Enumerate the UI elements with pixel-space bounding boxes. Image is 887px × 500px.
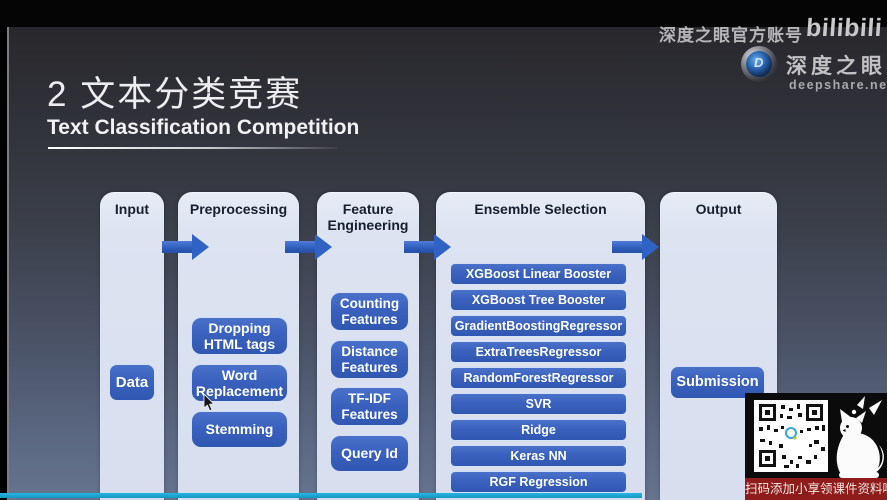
qr-code-icon xyxy=(754,400,828,472)
node-gradient-boosting-regressor: GradientBoostingRegressor xyxy=(450,315,627,337)
deepshare-logo-letter: D xyxy=(754,55,764,70)
letterbox-top xyxy=(0,0,887,27)
deepshare-eye-lens xyxy=(746,51,772,77)
page-title: 2 文本分类竞赛 xyxy=(47,75,303,114)
node-svr: SVR xyxy=(450,393,627,415)
node-stemming: Stemming xyxy=(191,411,288,448)
column-preprocessing-header: Preprocessing xyxy=(189,201,288,217)
node-extra-trees-regressor: ExtraTreesRegressor xyxy=(450,341,627,363)
cat-silhouette-icon xyxy=(836,396,884,478)
video-progress-bar[interactable] xyxy=(0,492,887,498)
subtitle-underline xyxy=(48,147,337,149)
qr-overlay: 扫码添加小享领课件资料哦 xyxy=(745,393,887,500)
bilibili-logo-icon: bilibili xyxy=(805,14,884,42)
node-rgf-regression: RGF Regression xyxy=(450,471,627,493)
column-feature-engineering-header: Feature Engineering xyxy=(327,201,409,234)
node-random-forest-regressor: RandomForestRegressor xyxy=(450,367,627,389)
node-ridge: Ridge xyxy=(450,419,627,441)
node-keras-nn: Keras NN xyxy=(450,445,627,467)
node-tfidf-features: TF-IDF Features xyxy=(330,387,409,426)
mouse-cursor-icon xyxy=(203,394,215,412)
column-input: Input xyxy=(100,192,164,500)
node-data: Data xyxy=(109,364,155,401)
watermark-brand-url: deepshare.net xyxy=(789,78,887,92)
video-progress-played[interactable] xyxy=(0,493,642,498)
slide-left-border xyxy=(7,27,9,500)
node-counting-features: Counting Features xyxy=(330,292,409,331)
node-word-replacement: Word Replacement xyxy=(191,364,288,402)
node-query-id: Query Id xyxy=(330,435,409,472)
column-input-header: Input xyxy=(114,201,150,217)
qr-caption: 扫码添加小享领课件资料哦 xyxy=(745,478,887,500)
column-ensemble-selection-header: Ensemble Selection xyxy=(474,201,607,217)
deepshare-eye-logo-icon: D xyxy=(741,46,777,82)
page-subtitle: Text Classification Competition xyxy=(47,116,360,139)
column-output-header: Output xyxy=(695,201,742,217)
node-xgboost-tree-booster: XGBoost Tree Booster xyxy=(450,289,627,311)
node-dropping-html-tags: Dropping HTML tags xyxy=(191,317,288,355)
watermark-account-text: 深度之眼官方账号 xyxy=(659,26,803,45)
watermark-brand-name: 深度之眼 xyxy=(786,55,886,78)
node-distance-features: Distance Features xyxy=(330,340,409,379)
node-xgboost-linear-booster: XGBoost Linear Booster xyxy=(450,263,627,285)
